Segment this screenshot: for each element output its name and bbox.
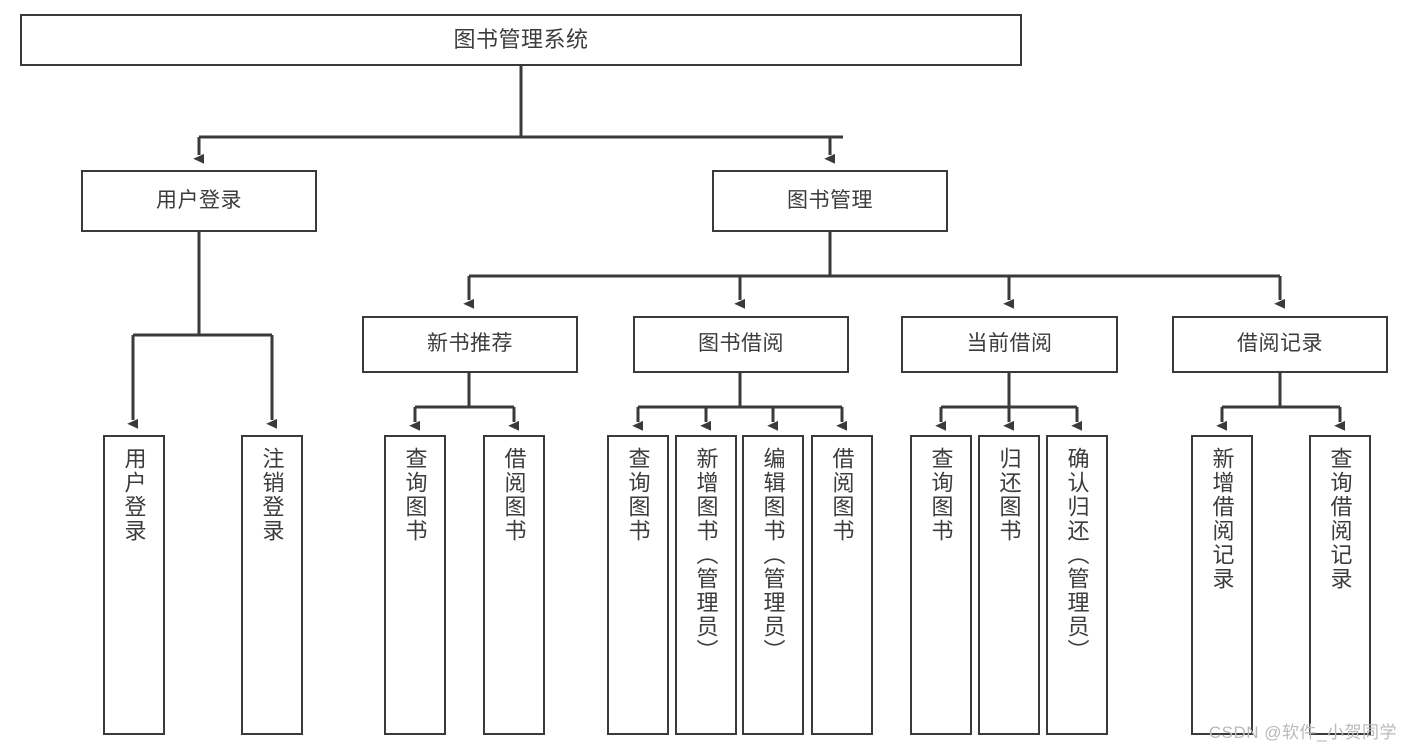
node-label: 新增图书（管理员） — [693, 447, 719, 663]
leaf-query-record[interactable]: 查询借阅记录 — [1309, 435, 1371, 735]
node-label: 当前借阅 — [966, 332, 1053, 356]
leaf-user-login[interactable]: 用户登录 — [103, 435, 165, 735]
node-label: 图书管理 — [787, 188, 873, 212]
node-borrow-records[interactable]: 借阅记录 — [1172, 316, 1388, 373]
leaf-confirm-return[interactable]: 确认归还（管理员） — [1046, 435, 1108, 735]
node-label: 查询图书 — [928, 447, 954, 543]
node-label: 用户登录 — [156, 188, 242, 212]
node-user-login[interactable]: 用户登录 — [81, 170, 317, 232]
node-label: 新增借阅记录 — [1209, 447, 1235, 591]
node-label: 新书推荐 — [427, 332, 513, 356]
leaf-query-book-2[interactable]: 查询图书 — [607, 435, 669, 735]
node-label: 借阅图书 — [501, 447, 527, 543]
leaf-borrow-book-1[interactable]: 借阅图书 — [483, 435, 545, 735]
node-label: 查询借阅记录 — [1327, 447, 1353, 591]
node-book-management[interactable]: 图书管理 — [712, 170, 948, 232]
node-label: 编辑图书（管理员） — [760, 447, 786, 663]
node-label: 用户登录 — [121, 447, 147, 543]
node-root-system[interactable]: 图书管理系统 — [20, 14, 1022, 66]
node-label: 确认归还（管理员） — [1064, 447, 1090, 663]
leaf-borrow-book-2[interactable]: 借阅图书 — [811, 435, 873, 735]
leaf-edit-book[interactable]: 编辑图书（管理员） — [742, 435, 804, 735]
node-label: 查询图书 — [402, 447, 428, 543]
leaf-query-book-1[interactable]: 查询图书 — [384, 435, 446, 735]
node-current-borrow[interactable]: 当前借阅 — [901, 316, 1118, 373]
node-label: 归还图书 — [996, 447, 1022, 543]
node-label: 查询图书 — [625, 447, 651, 543]
node-label: 注销登录 — [259, 447, 285, 543]
node-label: 借阅图书 — [829, 447, 855, 543]
leaf-add-book[interactable]: 新增图书（管理员） — [675, 435, 737, 735]
leaf-return-book[interactable]: 归还图书 — [978, 435, 1040, 735]
csdn-watermark: CSDN @软件_小贺同学 — [1208, 723, 1397, 742]
node-new-book-recommend[interactable]: 新书推荐 — [362, 316, 578, 373]
leaf-logout[interactable]: 注销登录 — [241, 435, 303, 735]
node-label: 借阅记录 — [1237, 332, 1323, 356]
node-label: 图书管理系统 — [453, 27, 589, 53]
node-book-borrow[interactable]: 图书借阅 — [633, 316, 849, 373]
node-label: 图书借阅 — [698, 332, 784, 356]
leaf-add-record[interactable]: 新增借阅记录 — [1191, 435, 1253, 735]
leaf-query-book-3[interactable]: 查询图书 — [910, 435, 972, 735]
